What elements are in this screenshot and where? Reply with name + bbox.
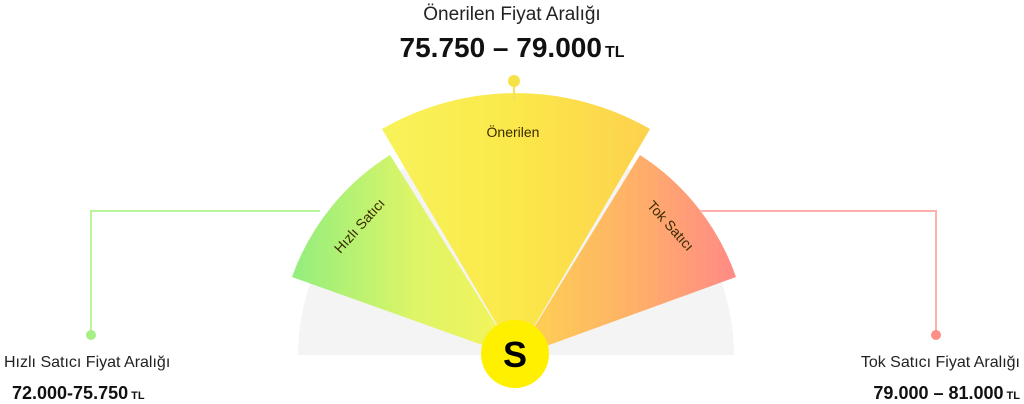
segment-recommended xyxy=(382,93,650,357)
recommended-title: Önerilen Fiyat Aralığı xyxy=(423,4,601,25)
fast-seller-currency: TL xyxy=(131,390,145,402)
fast-seller-title: Hızlı Satıcı Fiyat Aralığı xyxy=(4,354,171,371)
connector-left xyxy=(90,210,320,335)
segment-fast-seller xyxy=(292,155,516,357)
connector-right xyxy=(700,210,937,335)
slow-seller-currency: TL xyxy=(1006,390,1020,402)
fast-seller-range-value: 72.000-75.750 xyxy=(12,383,129,403)
recommended-currency: TL xyxy=(604,44,625,61)
connector-left-dot xyxy=(86,330,96,340)
segment-label-recommended: Önerilen xyxy=(487,123,540,140)
center-badge-letter: S xyxy=(503,334,527,375)
center-badge xyxy=(481,320,549,388)
connector-right-dot xyxy=(931,330,941,340)
recommended-range-value: 75.750 – 79.000 xyxy=(399,32,602,63)
slow-seller-title: Tok Satıcı Fiyat Aralığı xyxy=(860,354,1020,371)
segment-slow-seller xyxy=(516,155,736,357)
slow-seller-range-value: 79.000 – 81.000 xyxy=(873,383,1004,403)
connector-top-dot xyxy=(508,75,520,87)
